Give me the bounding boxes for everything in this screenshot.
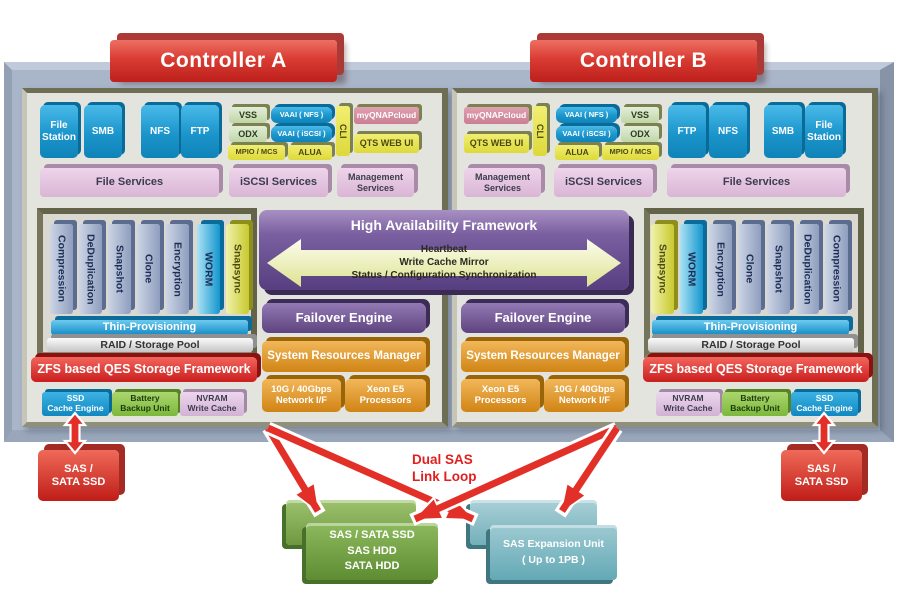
management-services-row-b: Management Services [464,168,541,197]
thin-provisioning-bar-b: Thin-Provisioning [652,320,849,335]
vss-block-b: VSS [621,107,659,123]
system-resources-manager-b: System Resources Manager [461,341,625,372]
vaai-nfs-block-b: VAAI ( NFS ) [556,107,617,123]
snapshot-bar-b: Snapshot [767,224,790,314]
alua-block-a: ALUA [288,145,332,160]
myqnapcloud-block-a: myQNAPcloud [354,107,419,124]
deduplication-bar-b: DeDuplication [796,224,819,314]
snapsync-bar-b: Snapsync [651,224,674,314]
nfs-block-b: NFS [709,105,747,158]
raid-storage-pool-bar-a: RAID / Storage Pool [47,338,253,352]
xeon-processors-a: Xeon E5 Processors [345,379,426,412]
network-interface-b: 10G / 40Gbps Network I/F [544,379,625,412]
mpio-mcs-block-b: MPIO / MCS [602,145,659,160]
sas-sata-ssd-box-left: SAS / SATA SSD [38,450,119,501]
disk-shelf-box: SAS / SATA SSD SAS HDD SATA HDD [306,523,438,580]
cli-block-b: CLI [533,106,547,156]
deduplication-bar-a: DeDuplication [79,224,102,314]
ha-framework-box: High Availability Framework Heartbeat Wr… [259,210,629,290]
odx-block-b: ODX [621,126,659,142]
qts-web-ui-block-b: QTS WEB UI [464,134,529,153]
nvram-write-cache-a: NVRAM Write Cache [180,392,244,416]
myqnapcloud-block-b: myQNAPcloud [464,107,529,124]
ftp-block-a: FTP [181,105,219,158]
mpio-mcs-block-a: MPIO / MCS [228,145,285,160]
thin-provisioning-bar-a: Thin-Provisioning [51,320,248,335]
ssd-cache-engine-a: SSD Cache Engine [42,392,109,416]
worm-bar-a: WORM [197,224,220,314]
compression-bar-a: Compression [50,224,73,314]
smb-block-a: SMB [84,105,122,158]
smb-block-b: SMB [764,105,802,158]
zfs-framework-bar-b: ZFS based QES Storage Framework [643,357,869,382]
ha-sync-text: Heartbeat Write Cache Mirror Status / Co… [351,244,537,281]
encryption-bar-a: Encryption [166,224,189,314]
battery-backup-unit-a: Battery Backup Unit [112,392,178,416]
battery-backup-unit-b: Battery Backup Unit [722,392,788,416]
cli-block-a: CLI [336,106,350,156]
dual-sas-link-loop-label: Dual SAS Link Loop [412,452,477,484]
snapsync-bar-a: Snapsync [226,224,249,314]
clone-bar-a: Clone [137,224,160,314]
nvram-write-cache-b: NVRAM Write Cache [656,392,720,416]
iscsi-services-row-b: iSCSI Services [554,168,653,197]
network-interface-a: 10G / 40Gbps Network I/F [262,379,341,412]
vss-block-a: VSS [229,107,267,123]
vaai-nfs-block-a: VAAI ( NFS ) [271,107,332,123]
file-services-row-a: File Services [40,168,219,197]
iscsi-services-row-a: iSCSI Services [229,168,328,197]
odx-block-a: ODX [229,126,267,142]
controller-a-banner: Controller A [110,40,337,82]
qts-web-ui-block-a: QTS WEB UI [354,134,419,153]
vaai-iscsi-block-a: VAAI ( iSCSI ) [271,126,332,142]
controller-b-banner: Controller B [530,40,757,82]
ftp-block-b: FTP [668,105,706,158]
xeon-processors-b: Xeon E5 Processors [461,379,540,412]
compression-bar-b: Compression [825,224,848,314]
system-resources-manager-a: System Resources Manager [262,341,426,372]
encryption-bar-b: Encryption [709,224,732,314]
raid-storage-pool-bar-b: RAID / Storage Pool [648,338,854,352]
worm-bar-b: WORM [680,224,703,314]
snapshot-bar-a: Snapshot [108,224,131,314]
file-station-block-a: File Station [40,105,78,158]
nfs-block-a: NFS [141,105,179,158]
ha-framework-title: High Availability Framework [350,217,538,233]
clone-bar-b: Clone [738,224,761,314]
alua-block-b: ALUA [555,145,599,160]
failover-engine-b: Failover Engine [461,303,625,333]
sas-expansion-unit-box: SAS Expansion Unit ( Up to 1PB ) [490,525,617,580]
failover-engine-a: Failover Engine [262,303,426,333]
zfs-framework-bar-a: ZFS based QES Storage Framework [31,357,257,382]
ha-sync-double-arrow-icon [267,239,621,287]
file-services-row-b: File Services [667,168,846,197]
management-services-row-a: Management Services [337,168,414,197]
sas-sata-ssd-box-right: SAS / SATA SSD [781,450,862,501]
vaai-iscsi-block-b: VAAI ( iSCSI ) [556,126,617,142]
file-station-block-b: File Station [805,105,843,158]
ssd-cache-engine-b: SSD Cache Engine [791,392,858,416]
